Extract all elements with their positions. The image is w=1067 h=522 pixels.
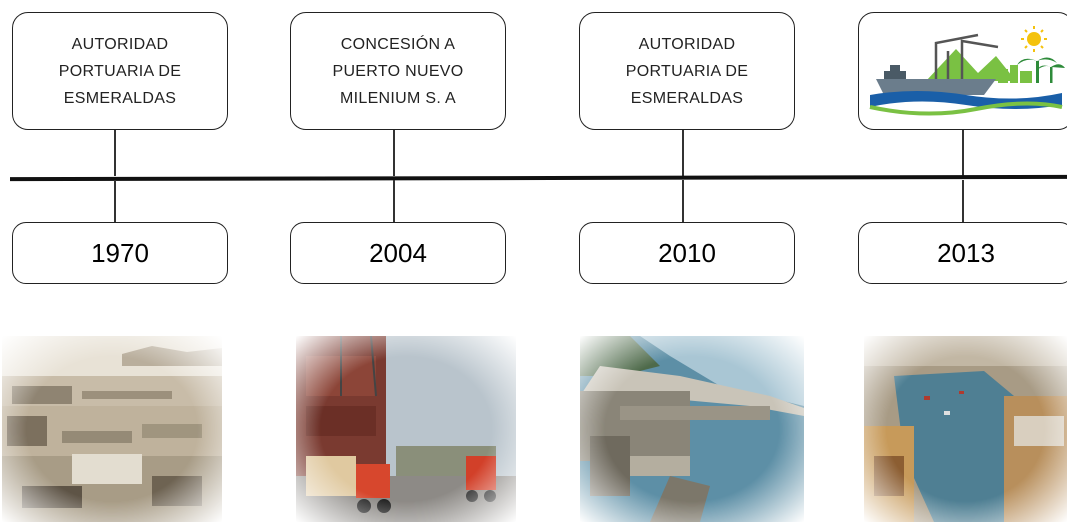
photo-1970-port (2, 336, 222, 522)
connector-1970-bottom (114, 180, 116, 222)
event-1970-caption: AUTORIDAD PORTUARIA DE ESMERALDAS (12, 12, 228, 130)
connector-2013-top (962, 130, 964, 176)
connector-1970-top (114, 130, 116, 176)
connector-2004-top (393, 130, 395, 176)
port-logo-icon (869, 26, 1065, 116)
connector-2010-bottom (682, 180, 684, 222)
photo-2010-port (580, 336, 804, 522)
timeline-axis (10, 174, 1067, 182)
connector-2004-bottom (393, 180, 395, 222)
year-2013: 2013 (858, 222, 1067, 284)
event-2004-caption: CONCESIÓN A PUERTO NUEVO MILENIUM S. A (290, 12, 506, 130)
photo-2004-port (296, 336, 516, 522)
year-1970: 1970 (12, 222, 228, 284)
event-2010-caption: AUTORIDAD PORTUARIA DE ESMERALDAS (579, 12, 795, 130)
photo-2013-port (864, 336, 1067, 522)
year-2010: 2010 (579, 222, 795, 284)
event-2013-logo-box (858, 12, 1067, 130)
year-2004: 2004 (290, 222, 506, 284)
connector-2010-top (682, 130, 684, 176)
connector-2013-bottom (962, 180, 964, 222)
